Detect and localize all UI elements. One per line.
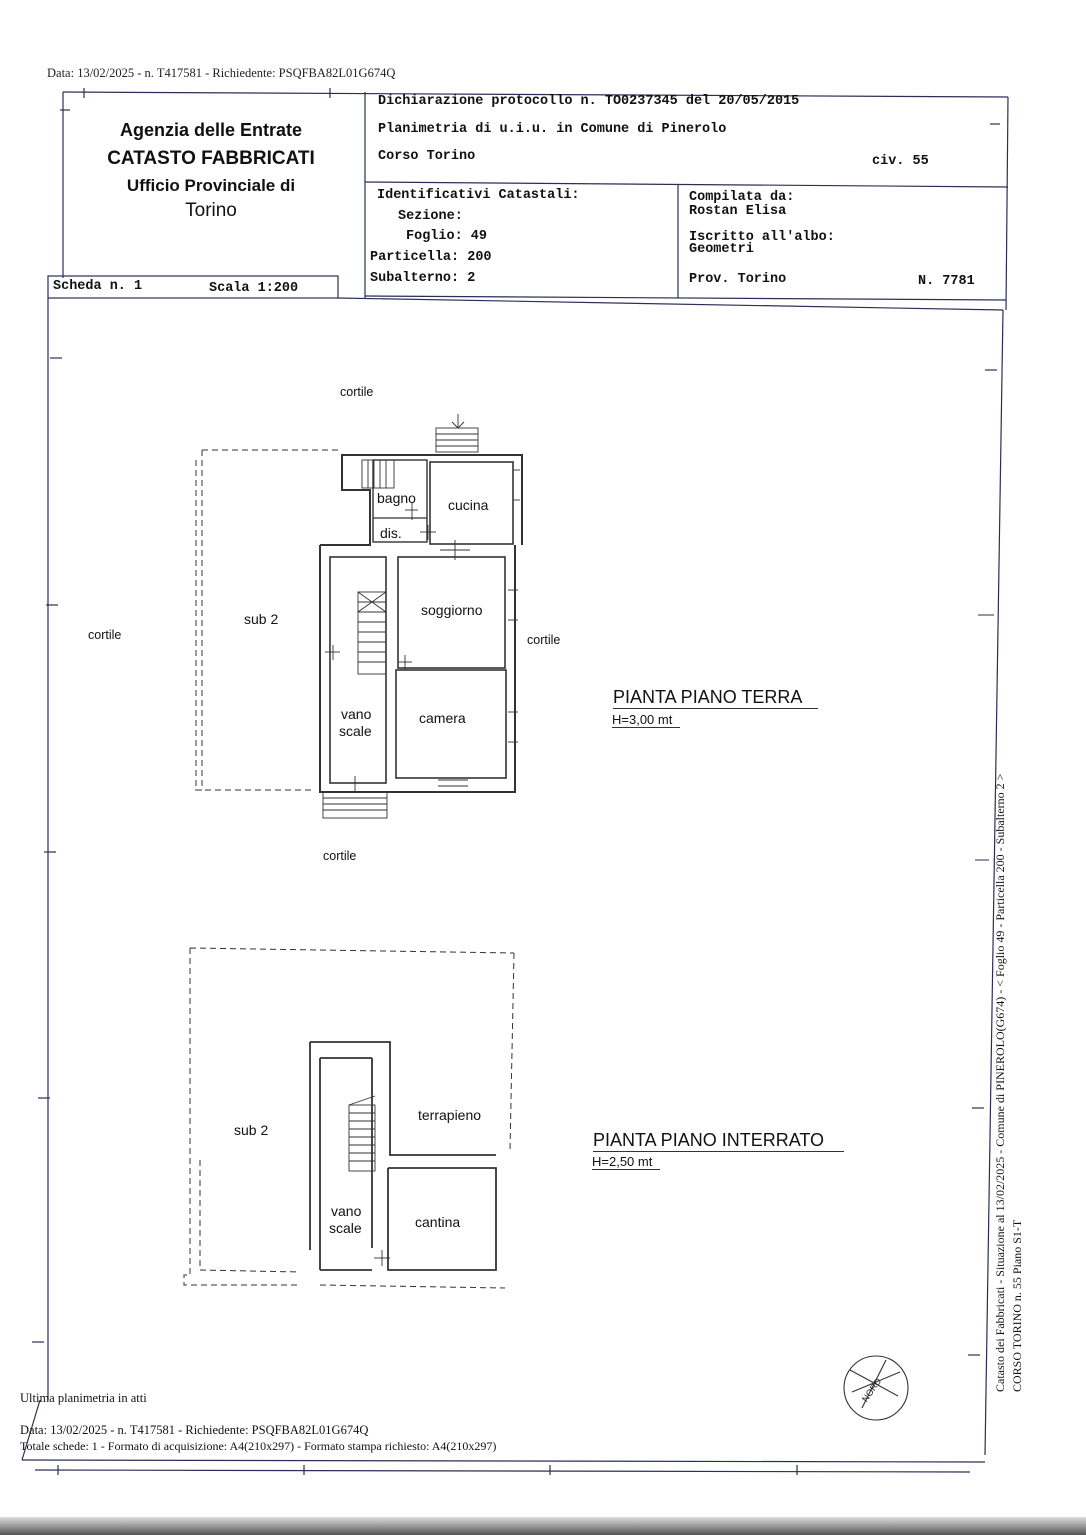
basement-title: PIANTA PIANO INTERRATO xyxy=(593,1130,845,1152)
label-bagno: bagno xyxy=(377,490,416,506)
label-cortile-right: cortile xyxy=(527,633,561,647)
agency-name: Agenzia delle Entrate xyxy=(119,120,303,140)
label-terrapieno: terrapieno xyxy=(418,1107,482,1123)
ground-floor-title: PIANTA PIANO TERRA xyxy=(613,687,819,709)
label-cucina: cucina xyxy=(448,497,489,513)
registration-number: N. 7781 xyxy=(918,274,975,289)
label-soggiorno: soggiorno xyxy=(421,602,483,618)
subalterno-field: Subalterno: 2 xyxy=(370,271,476,286)
side-text-line2: CORSO TORINO n. 55 Piano S1-T xyxy=(1010,1219,1024,1392)
office-name: Ufficio Provinciale di xyxy=(126,176,296,195)
address-line: Corso Torino xyxy=(378,149,476,164)
albo-name: Geometri xyxy=(689,242,754,257)
scan-edge xyxy=(0,1517,1086,1535)
compilata-title: Compilata da: xyxy=(689,190,795,205)
particella-field: Particella: 200 xyxy=(370,250,492,265)
footer-totale: Totale schede: 1 - Formato di acquisizio… xyxy=(20,1439,497,1453)
label-cantina: cantina xyxy=(415,1214,461,1230)
label-scale-basement: scale xyxy=(329,1220,362,1236)
top-request-line: Data: 13/02/2025 - n. T417581 - Richiede… xyxy=(47,66,396,80)
label-sub-basement: sub 2 xyxy=(234,1122,269,1138)
label-dis: dis. xyxy=(380,525,402,541)
office-city: Torino xyxy=(185,200,237,221)
label-cortile-top: cortile xyxy=(340,385,374,399)
ground-floor-height: H=3,00 mt xyxy=(612,712,681,728)
label-camera: camera xyxy=(419,710,466,726)
footer-ultima: Ultima planimetria in atti xyxy=(20,1391,147,1405)
scheda-number: Scheda n. 1 xyxy=(53,279,143,294)
scale-value: Scala 1:200 xyxy=(209,281,299,296)
compilata-name: Rostan Elisa xyxy=(689,204,787,219)
civic-number: civ. 55 xyxy=(872,154,929,169)
label-vano-basement: vano xyxy=(331,1203,362,1219)
label-scale-ground: scale xyxy=(339,723,372,739)
iscritto-title: Iscritto all'albo: xyxy=(689,230,835,245)
side-text-line1: Catasto dei Fabbricati - Situazione al 1… xyxy=(993,773,1007,1392)
label-cortile-left: cortile xyxy=(88,628,122,642)
planimetria-line: Planimetria di u.i.u. in Comune di Piner… xyxy=(378,122,727,137)
basement-height: H=2,50 mt xyxy=(592,1154,661,1170)
catasto-title: CATASTO FABBRICATI xyxy=(107,148,315,169)
sezione-field: Sezione: xyxy=(398,209,463,224)
label-cortile-bottom: cortile xyxy=(323,849,357,863)
province-field: Prov. Torino xyxy=(689,272,787,287)
dichiarazione-line: Dichiarazione protocollo n. TO0237345 de… xyxy=(378,94,800,109)
label-vano-ground: vano xyxy=(341,706,372,722)
footer-data: Data: 13/02/2025 - n. T417581 - Richiede… xyxy=(20,1423,369,1437)
foglio-field: Foglio: 49 xyxy=(406,229,488,244)
label-sub-ground: sub 2 xyxy=(244,611,279,627)
identificativi-title: Identificativi Catastali: xyxy=(377,188,580,203)
